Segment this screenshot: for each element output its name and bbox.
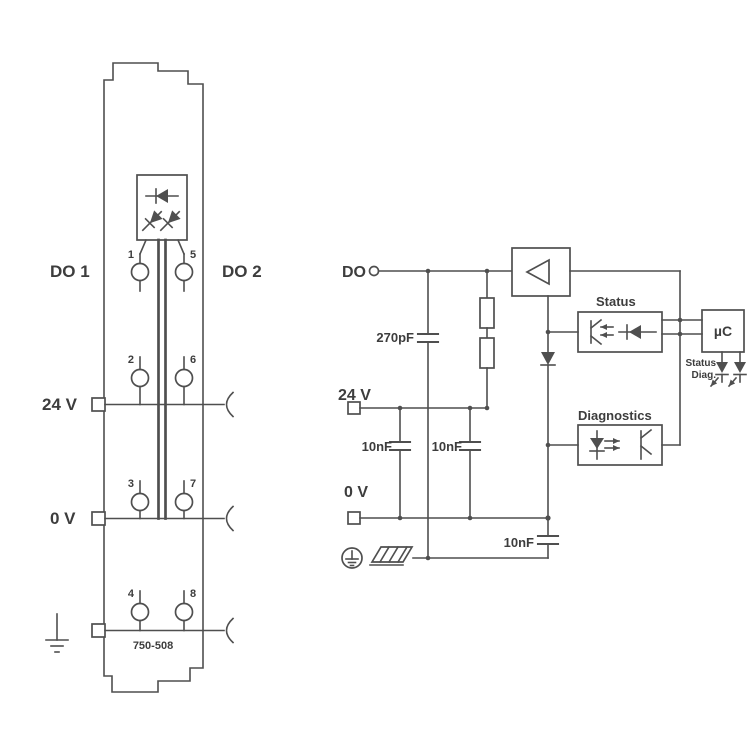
diagnostics-label: Diagnostics — [578, 408, 652, 423]
terminal-number: 2 — [128, 354, 134, 366]
amplifier-icon — [525, 258, 550, 286]
module-terminals — [130, 262, 194, 622]
diagnostics-optocoupler: Diagnostics — [547, 408, 663, 466]
resistor-icon — [479, 337, 495, 369]
terminal-number: 3 — [128, 478, 134, 490]
terminal-number: 1 — [128, 249, 134, 261]
output-driver — [511, 247, 571, 297]
jumper-contact-24v — [225, 391, 235, 418]
io-module: 1 5 2 6 3 7 4 8 DO 1 DO 2 24 V 0 V 750-5… — [42, 62, 262, 693]
net-label-do: DO — [342, 264, 366, 281]
interconnects — [569, 270, 703, 446]
capacitor-value: 10nF — [362, 439, 392, 454]
terminal-1 — [130, 262, 150, 282]
status-optocoupler: Status — [547, 294, 663, 353]
channel-label-do2: DO 2 — [222, 262, 262, 281]
capacitor-value: 270pF — [376, 330, 414, 345]
channel-label-do1: DO 1 — [50, 262, 90, 281]
led-icon — [159, 210, 181, 232]
rail-label-0v: 0 V — [50, 509, 76, 528]
terminal-6 — [174, 368, 194, 388]
circuit-schematic: DO 24 V 0 V — [338, 247, 747, 569]
led-indicator-box — [136, 174, 188, 241]
terminal-4 — [130, 602, 150, 622]
led-diag-label: Diag. — [692, 370, 717, 381]
terminal-number: 7 — [190, 478, 196, 490]
din-rail-icon — [369, 545, 414, 566]
v0-net: 0 V — [344, 484, 551, 525]
phototransistor-icon — [639, 428, 653, 460]
supply-connector-24v — [91, 397, 106, 412]
module-outline — [103, 62, 204, 693]
led-box-frame — [136, 174, 188, 241]
terminal-number: 5 — [190, 249, 196, 261]
led-icon — [618, 324, 657, 340]
uc-box — [701, 309, 745, 353]
part-number: 750-508 — [133, 640, 173, 652]
uc-label: µC — [714, 323, 732, 339]
status-label: Status — [596, 294, 636, 309]
net-label-0v: 0 V — [344, 484, 368, 501]
module-rails — [91, 391, 235, 644]
capacitor-10nf-a: 10nF — [362, 407, 412, 519]
resistor-icon — [479, 297, 495, 329]
module-conductors — [138, 238, 186, 632]
terminal-5 — [174, 262, 194, 282]
status-led-icon — [709, 351, 729, 388]
diag-led-icon — [727, 351, 747, 388]
rail-label-24v: 24 V — [42, 395, 78, 414]
phototransistor-icon — [589, 318, 603, 346]
terminal-8 — [174, 602, 194, 622]
v24-net: 24 V — [338, 387, 490, 415]
capacitor-10nf-b: 10nF — [432, 407, 482, 519]
v0-terminal-icon — [347, 511, 361, 525]
terminal-numbers: 1 5 2 6 3 7 4 8 — [128, 249, 196, 600]
jumper-contact-earth — [225, 617, 235, 644]
net-label-24v: 24 V — [338, 387, 371, 404]
terminal-2 — [130, 368, 150, 388]
protective-earth-icon — [341, 547, 363, 569]
supply-connector-0v — [91, 511, 106, 526]
terminal-7 — [174, 492, 194, 512]
capacitor-value: 10nF — [504, 535, 534, 550]
diode-icon — [145, 188, 179, 204]
led-status-label: Status — [685, 358, 716, 369]
terminal-number: 6 — [190, 354, 196, 366]
earth-net — [341, 545, 549, 569]
earth-icon — [45, 613, 69, 653]
led-icon — [589, 430, 605, 460]
terminal-number: 8 — [190, 588, 196, 600]
v24-terminal-icon — [347, 401, 361, 415]
terminal-3 — [130, 492, 150, 512]
uc-status-leds: Status Diag. — [685, 351, 747, 388]
supply-connector-earth — [91, 623, 106, 638]
led-icon — [141, 210, 163, 232]
capacitor-value: 10nF — [432, 439, 462, 454]
jumper-contact-0v — [225, 505, 235, 532]
terminal-number: 4 — [128, 588, 135, 600]
do-terminal-icon — [368, 265, 380, 277]
microcontroller: µC — [701, 309, 745, 353]
resistor-chain — [479, 270, 495, 409]
capacitor-270pf: 270pF — [376, 270, 440, 559]
